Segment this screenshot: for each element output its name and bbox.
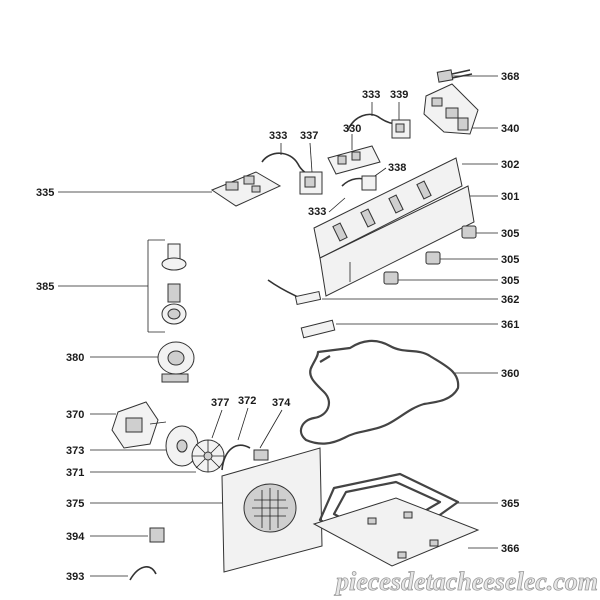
- part-label-377: 377: [211, 397, 229, 409]
- part-label-373: 373: [66, 445, 84, 457]
- part-label-393: 393: [66, 571, 84, 583]
- part-360-heating-element: [299, 339, 460, 445]
- part-label-375: 375: [66, 498, 84, 510]
- part-label-368: 368: [501, 71, 519, 83]
- part-label-305-1: 305: [501, 228, 519, 240]
- part-label-340: 340: [501, 123, 519, 135]
- part-labels: 368 333 339 340 333 337 330 338 302 335 …: [36, 71, 519, 583]
- part-330-switch-block: [327, 145, 381, 175]
- part-374-clip: [253, 449, 269, 461]
- part-label-338: 338: [388, 162, 406, 174]
- part-380-motor: [157, 341, 195, 383]
- part-373-fan-cover: [165, 425, 199, 467]
- part-377-fan-blade: [191, 439, 225, 473]
- part-302-control-panel-frame: [313, 157, 463, 259]
- part-338-switch: [341, 175, 377, 191]
- part-385-lamp-assembly: [161, 243, 187, 325]
- part-335-circuit-board: [210, 171, 282, 207]
- part-label-372: 372: [238, 395, 256, 407]
- part-label-361: 361: [501, 319, 519, 331]
- part-label-305-3: 305: [501, 275, 519, 287]
- part-393-wire-hook: [129, 566, 157, 581]
- part-301-front-panel: [319, 185, 475, 297]
- part-label-394: 394: [66, 531, 85, 543]
- part-label-371: 371: [66, 467, 84, 479]
- part-label-380: 380: [66, 352, 84, 364]
- part-label-333-top: 333: [362, 89, 380, 101]
- part-370-fan-motor: [111, 401, 167, 449]
- part-label-333-left: 333: [269, 130, 287, 142]
- part-362-sensor: [267, 279, 322, 306]
- part-label-370: 370: [66, 409, 84, 421]
- part-label-362: 362: [501, 294, 519, 306]
- part-label-365: 365: [501, 498, 519, 510]
- part-305-knob-2: [425, 251, 441, 265]
- part-305-knob-1: [461, 225, 477, 239]
- part-368-wire-harness: [436, 69, 473, 83]
- leader-lines: [58, 75, 498, 577]
- part-394-relay: [149, 527, 165, 543]
- part-label-360: 360: [501, 368, 519, 380]
- part-337-switch: [261, 152, 323, 195]
- part-label-385: 385: [36, 281, 54, 293]
- part-305-knob-3: [383, 271, 399, 285]
- part-label-330: 330: [343, 123, 361, 135]
- part-340-control-module: [423, 83, 479, 135]
- part-label-305-2: 305: [501, 254, 519, 266]
- part-label-333-bottom: 333: [308, 206, 326, 218]
- part-label-339: 339: [390, 89, 408, 101]
- part-label-366: 366: [501, 543, 519, 555]
- part-372-gasket: [221, 444, 251, 471]
- part-label-301: 301: [501, 191, 519, 203]
- part-label-335: 335: [36, 187, 54, 199]
- part-366-floor-plate: [312, 497, 480, 567]
- watermark-text: piecesdetacheeselec.com: [334, 567, 598, 596]
- part-label-374: 374: [272, 397, 291, 409]
- part-label-337: 337: [300, 130, 318, 142]
- rear-panel-vent-grid: [252, 488, 288, 530]
- part-375-rear-panel: [221, 447, 323, 573]
- part-label-302: 302: [501, 159, 519, 171]
- part-361-bracket: [300, 319, 336, 339]
- part-339-switch: [347, 113, 411, 139]
